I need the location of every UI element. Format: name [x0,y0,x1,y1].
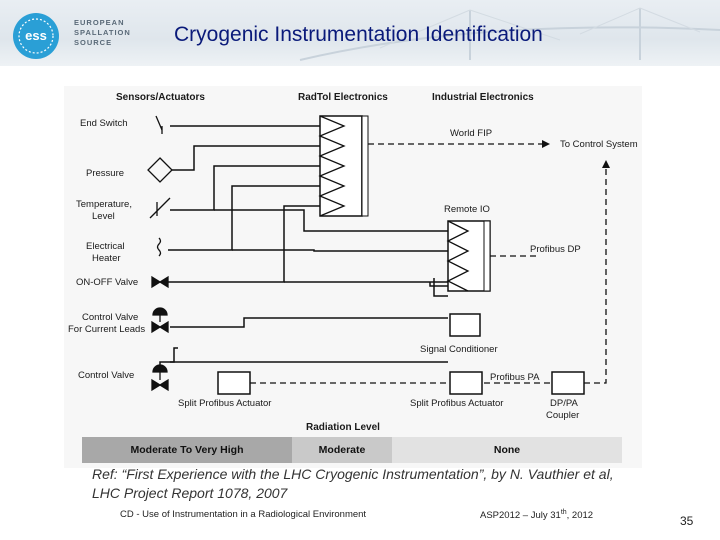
sensor-end-switch-label: End Switch [80,118,128,129]
to-control-system-label: To Control System [560,139,638,150]
organization-name: EUROPEAN SPALLATION SOURCE [74,18,131,47]
reference-text: Ref: “First Experience with the LHC Cryo… [92,466,614,501]
band-moderate-to-very-high: Moderate To Very High [82,437,292,463]
ess-logo: ess [13,13,59,59]
split-actuator-industrial-label: Split Profibus Actuator [410,398,503,409]
slide-title: Cryogenic Instrumentation Identification [174,23,543,46]
page-number: 35 [680,514,694,528]
column-radtol-header: RadTol Electronics [298,92,388,103]
band-moderate: Moderate [292,437,392,463]
remote-io-block [446,220,491,292]
band-none: None [392,437,622,463]
bus-lines [250,143,607,384]
sensor-temperature-label: Temperature, [76,199,132,210]
footer-right: ASP2012 – July 31th, 2012 [480,509,593,521]
radiation-level-label: Radiation Level [306,422,380,433]
column-sensors-header: Sensors/Actuators [116,92,205,103]
sensor-current-leads-label: For Current Leads [68,324,145,335]
instrumentation-diagram: Sensors/Actuators RadTol Electronics Ind… [64,86,642,468]
footer-right-sup: th [560,509,567,516]
split-actuator-radtol-label: Split Profibus Actuator [178,398,271,409]
signal-conditioner-label: Signal Conditioner [420,344,498,355]
radtol-electronics-block [318,115,369,217]
sensor-heater-label-2: Heater [92,253,121,264]
split-actuator-box-industrial [449,371,483,395]
diagram-svg: Sensors/Actuators RadTol Electronics Ind… [68,92,638,433]
split-actuator-box-radtol [217,371,251,395]
svg-text:ess: ess [25,28,47,43]
footer-right-text: ASP2012 – July 31 [480,510,561,522]
footer-right-post: , 2012 [566,510,594,522]
sensor-symbols [147,115,173,392]
profibus-dp-label: Profibus DP [530,244,581,255]
signal-conditioner-box [449,313,481,337]
dppa-label: DP/PA [550,398,578,409]
connection-lines [159,125,448,372]
remote-io-label: Remote IO [444,204,490,215]
sensor-control-valve-label: Control Valve [78,370,134,381]
bridge-background-image [299,7,720,61]
sensor-onoff-valve-label: ON-OFF Valve [76,277,138,288]
footer-left: CD - Use of Instrumentation in a Radiolo… [120,509,367,520]
worldfip-label: World FIP [450,128,492,139]
sensor-pressure-label: Pressure [86,168,124,179]
slide-header: ess EUROPEAN SPALLATION SOURCE Cryogenic… [0,0,720,66]
sensor-level-label: Level [92,211,115,222]
column-industrial-header: Industrial Electronics [432,92,534,103]
coupler-label: Coupler [546,410,579,421]
dppa-coupler-box [551,371,585,395]
sensor-heater-label: Electrical [86,241,125,252]
sensor-control-valve-leads-label: Control Valve [82,312,138,323]
profibus-pa-label: Profibus PA [490,372,540,383]
